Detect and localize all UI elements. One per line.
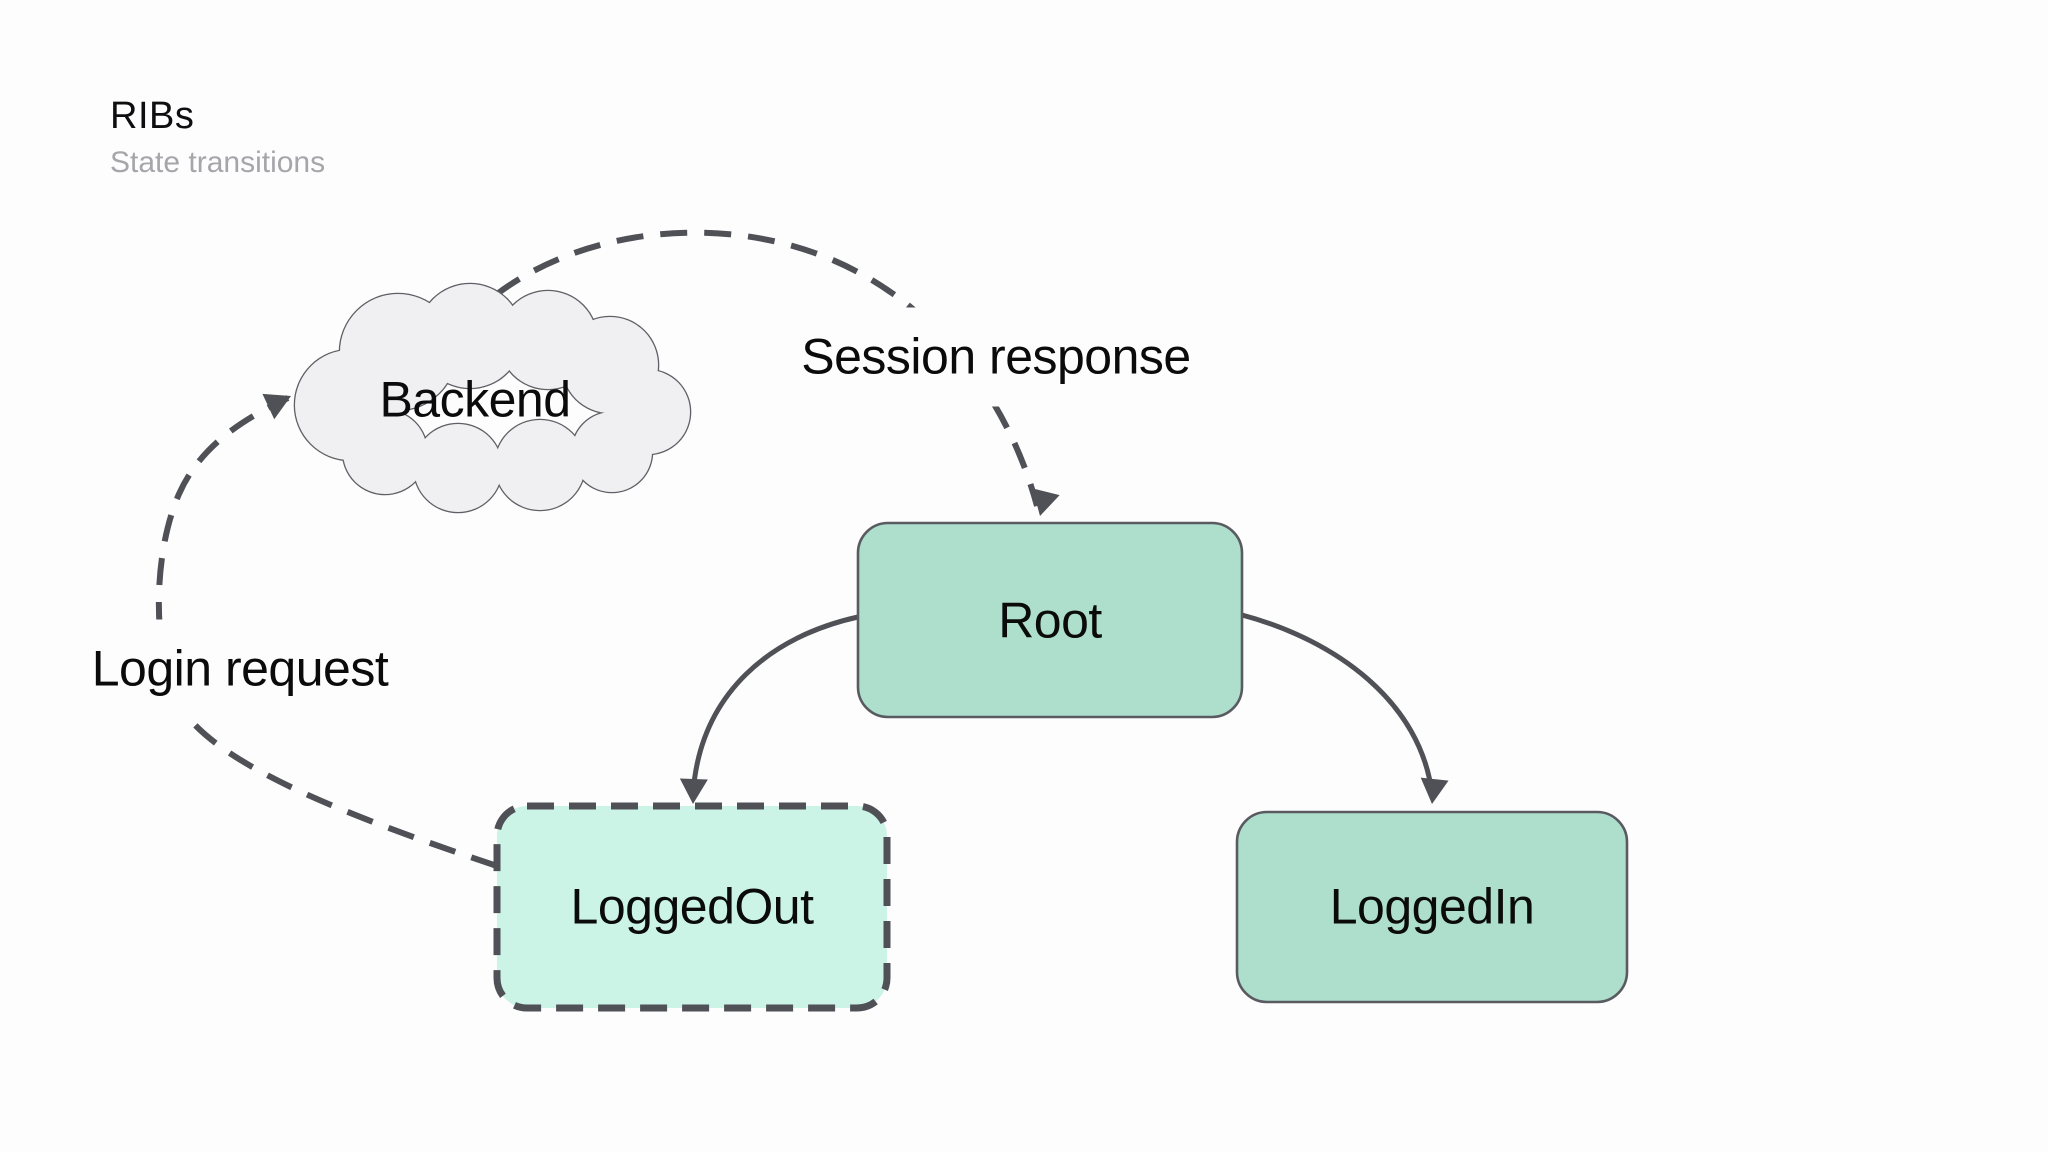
edge-label-session-response: Session response: [771, 307, 1221, 407]
edge-root-loggedin-path: [1241, 612, 1435, 795]
node-label-loggedin: LoggedIn: [1329, 878, 1535, 935]
arrowhead-root-loggedin: [1418, 777, 1449, 806]
node-loggedout-rect: [493, 802, 891, 1012]
edge-root-loggedout-path: [690, 614, 859, 795]
arrowhead-root-loggedout: [679, 778, 708, 805]
edge-label-login-request: Login request: [61, 619, 419, 719]
arrowhead-login-request: [262, 383, 297, 420]
node-label-backend: Backend: [379, 371, 571, 428]
node-label-root: Root: [998, 592, 1102, 649]
page-subtitle: State transitions: [110, 146, 326, 179]
node-loggedin-rect: [1235, 810, 1629, 1004]
node-label-loggedout: LoggedOut: [570, 878, 814, 935]
page-title: RIBs: [110, 95, 195, 137]
node-root-rect: [856, 521, 1244, 719]
